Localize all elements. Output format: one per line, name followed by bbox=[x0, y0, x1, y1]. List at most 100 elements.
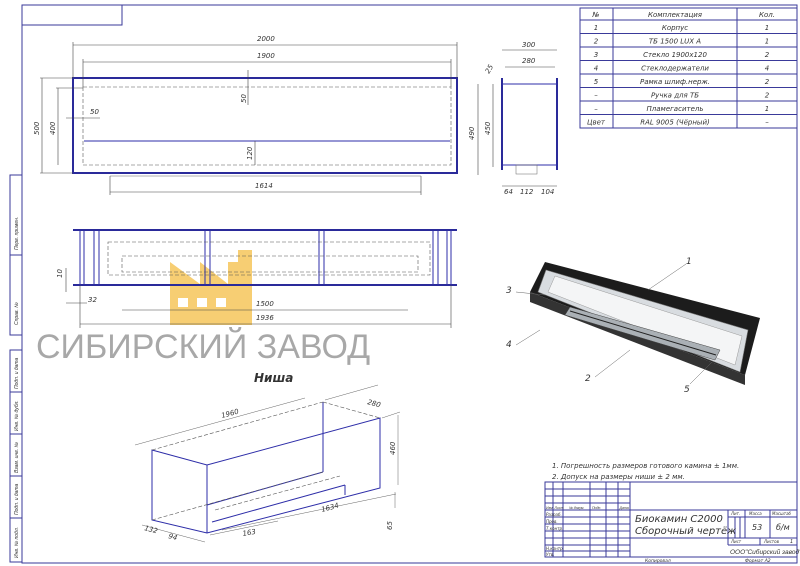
callout-3: 3 bbox=[506, 286, 512, 296]
table-cell-item: Пламегаситель bbox=[647, 105, 704, 113]
dim-280: 280 bbox=[522, 57, 536, 65]
dim-32: 32 bbox=[88, 296, 97, 304]
sheet-label: Лист bbox=[730, 539, 742, 544]
table-cell-qty: 2 bbox=[765, 92, 770, 100]
role-label: Разраб. bbox=[546, 512, 562, 517]
table-cell-number: 3 bbox=[594, 51, 598, 59]
table-row: Цвет RAL 9005 (Чёрный) – bbox=[587, 119, 769, 127]
factory-logo-icon bbox=[170, 250, 252, 325]
table-cell-number: – bbox=[594, 92, 598, 100]
table-cell-qty: 2 bbox=[765, 78, 770, 86]
dim-400: 400 bbox=[49, 121, 57, 135]
sheets-value: 1 bbox=[790, 539, 793, 545]
dim-2000: 2000 bbox=[257, 35, 275, 43]
table-cell-qty: 2 bbox=[765, 51, 770, 59]
scale-label: Масштаб bbox=[772, 511, 792, 516]
dim-1960: 1960 bbox=[220, 407, 240, 419]
dim-280-niche: 280 bbox=[366, 398, 382, 409]
mass-value: 53 bbox=[752, 523, 762, 532]
table-header-qty: Кол. bbox=[759, 11, 775, 19]
dim-112: 112 bbox=[520, 188, 534, 196]
table-cell-item: ТБ 1500 LUX A bbox=[649, 38, 701, 46]
drawing-subtitle: Сборочный чертёж bbox=[635, 525, 736, 537]
callout-2: 2 bbox=[585, 374, 591, 384]
niche-title: Ниша bbox=[254, 371, 293, 385]
top-left-stamp bbox=[21, 4, 123, 26]
table-cell-number: 4 bbox=[594, 65, 598, 73]
dim-450: 450 bbox=[484, 121, 492, 135]
dim-132: 132 bbox=[143, 524, 159, 535]
col-header: Изм bbox=[546, 506, 553, 510]
dim-1634: 1634 bbox=[320, 502, 339, 514]
dim-1936: 1936 bbox=[256, 314, 274, 322]
dim-1614: 1614 bbox=[255, 182, 273, 190]
dim-460: 460 bbox=[389, 441, 397, 455]
scale-value: б/м bbox=[776, 523, 790, 532]
table-cell-qty: 1 bbox=[765, 24, 769, 32]
dim-25: 25 bbox=[484, 63, 496, 75]
table-cell-qty: 1 bbox=[765, 38, 769, 46]
table-cell-item: RAL 9005 (Чёрный) bbox=[640, 119, 710, 127]
table-row: 1 Корпус 1 bbox=[594, 24, 769, 32]
table-cell-number: Цвет bbox=[587, 119, 606, 127]
table-cell-number: 5 bbox=[594, 78, 599, 86]
dim-94: 94 bbox=[167, 532, 178, 542]
dim-50-vertical: 50 bbox=[240, 94, 248, 103]
table-cell-qty: 1 bbox=[765, 105, 769, 113]
table-row: – Ручка для ТБ 2 bbox=[594, 92, 770, 100]
role-label: Т.контр. bbox=[546, 526, 563, 531]
col-header: № докум. bbox=[569, 506, 584, 510]
note-1: 1. Погрешность размеров готового камина … bbox=[552, 462, 739, 470]
stamp-label: Справ. № bbox=[14, 302, 20, 325]
dim-1500: 1500 bbox=[256, 300, 274, 308]
table-cell-number: 1 bbox=[594, 24, 598, 32]
company-name: ООО"Сибирский завод" bbox=[730, 548, 800, 556]
stamp-label: Инв. № дубл. bbox=[14, 400, 20, 431]
dim-490: 490 bbox=[468, 126, 476, 140]
col-header: Подп. bbox=[592, 506, 601, 510]
side-view: 300 280 25 490 450 64 112 104 bbox=[468, 41, 558, 196]
table-row: 5 Рамка шлиф.нерж. 2 bbox=[594, 78, 770, 86]
lit-label: Лит. bbox=[730, 511, 740, 516]
dim-500: 500 bbox=[33, 121, 41, 135]
table-cell-item: Ручка для ТБ bbox=[651, 92, 699, 100]
stamp-label: Инв. № подл. bbox=[14, 527, 20, 558]
table-row: – Пламегаситель 1 bbox=[594, 105, 769, 113]
dim-1900: 1900 bbox=[257, 52, 275, 60]
note-2: 2. Допуск на размеры ниши ± 2 мм. bbox=[552, 473, 685, 481]
table-cell-item: Стеклодержатели bbox=[641, 65, 709, 73]
dim-50: 50 bbox=[90, 108, 99, 116]
table-cell-number: – bbox=[594, 105, 598, 113]
drawing-title: Биокамин С2000 bbox=[635, 514, 723, 525]
side-stamp: Перв. примен. Справ. № Подп. и дата Инв.… bbox=[9, 174, 23, 563]
table-cell-qty: – bbox=[765, 119, 769, 127]
watermark: СИБИРСКИЙ ЗАВОД bbox=[36, 250, 370, 366]
front-view: 10 32 1500 1936 bbox=[56, 229, 457, 328]
role-label: Н.контр. bbox=[546, 546, 564, 551]
watermark-text: СИБИРСКИЙ ЗАВОД bbox=[36, 328, 370, 366]
title-block: Изм Лист № докум. Подп. Дата Разраб. Про… bbox=[544, 481, 800, 564]
col-header: Дата bbox=[619, 506, 629, 510]
dim-104: 104 bbox=[541, 188, 554, 196]
niche-view: Ниша 1960 280 460 1634 65 132 94 163 bbox=[134, 371, 401, 543]
role-label: Пров. bbox=[546, 519, 558, 524]
top-view: 2000 1900 500 400 50 50 120 1614 bbox=[33, 35, 458, 195]
table-cell-item: Рамка шлиф.нерж. bbox=[640, 78, 710, 86]
role-label: Утв. bbox=[546, 552, 554, 557]
dim-10: 10 bbox=[56, 269, 64, 278]
dim-64: 64 bbox=[504, 188, 513, 196]
format-label: Формат А2 bbox=[745, 558, 771, 564]
table-cell-item: Корпус bbox=[662, 24, 688, 32]
callout-5: 5 bbox=[684, 385, 690, 395]
dim-120: 120 bbox=[246, 146, 254, 160]
mass-label: Масса bbox=[749, 511, 762, 516]
stamp-label: Подп. и дата bbox=[14, 483, 20, 515]
stamp-label: Подп. и дата bbox=[14, 357, 20, 389]
stamp-label: Взам. инв. № bbox=[14, 441, 20, 473]
sheets-label: Листов bbox=[763, 539, 780, 544]
